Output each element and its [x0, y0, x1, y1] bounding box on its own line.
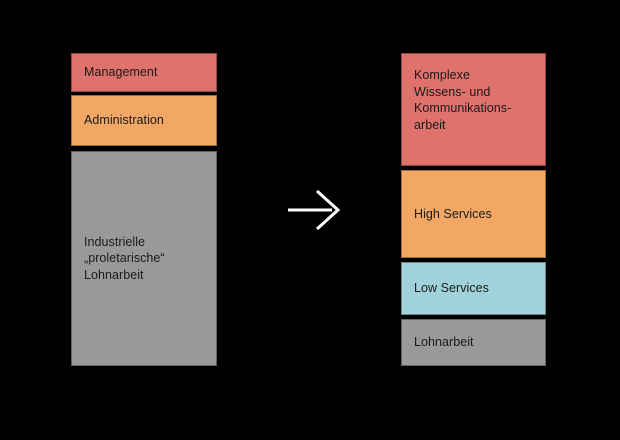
- block-management-label: Management: [84, 65, 158, 80]
- block-low-services-label: Low Services: [414, 281, 489, 296]
- block-industrielle-lohnarbeit-label: Industrielle „proletarische“ Lohnarbeit: [84, 234, 165, 282]
- block-komplexe-wissensarbeit-label: Komplexe Wissens- und Kommunikations- ar…: [414, 68, 512, 132]
- arrow-right-icon: [286, 188, 342, 232]
- block-administration[interactable]: Administration: [71, 95, 217, 146]
- block-high-services[interactable]: High Services: [401, 170, 546, 258]
- block-komplexe-wissensarbeit[interactable]: Komplexe Wissens- und Kommunikations- ar…: [401, 53, 546, 166]
- block-management[interactable]: Management: [71, 53, 217, 92]
- block-lohnarbeit[interactable]: Lohnarbeit: [401, 319, 546, 366]
- block-industrielle-lohnarbeit[interactable]: Industrielle „proletarische“ Lohnarbeit: [71, 151, 217, 366]
- block-administration-label: Administration: [84, 113, 164, 128]
- block-high-services-label: High Services: [414, 206, 492, 221]
- block-lohnarbeit-label: Lohnarbeit: [414, 335, 474, 350]
- block-low-services[interactable]: Low Services: [401, 262, 546, 315]
